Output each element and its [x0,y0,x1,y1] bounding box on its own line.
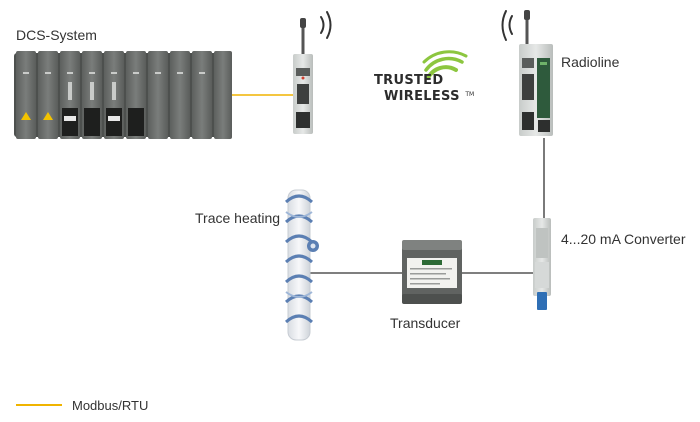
radio-waves-left [320,11,332,39]
radio-waves-right [501,10,513,41]
legend: Modbus/RTU [16,396,148,414]
dcs-system-device [14,51,232,139]
logo-tm: TM [465,91,475,98]
logo-line-trusted: TRUSTED [374,73,444,88]
transducer-device [402,240,462,304]
converter-label: 4...20 mA Converter [561,231,686,247]
dcs-system-label: DCS-System [16,27,97,43]
radio-module-left [293,18,313,134]
legend-modbus-label: Modbus/RTU [72,397,149,413]
radioline-device [519,10,553,136]
trusted-wireless-logo: TRUSTED WIRELESS TM [374,74,484,104]
trusted-wireless-logo-swoosh [422,50,468,80]
legend-modbus-swatch [16,404,62,406]
radioline-label: Radioline [561,54,620,70]
trace-heating-pipe [284,189,319,341]
logo-line-wireless: WIRELESS [384,89,460,104]
converter-device [533,218,551,310]
trace-heating-label: Trace heating [195,210,281,226]
transducer-label: Transducer [390,315,461,331]
